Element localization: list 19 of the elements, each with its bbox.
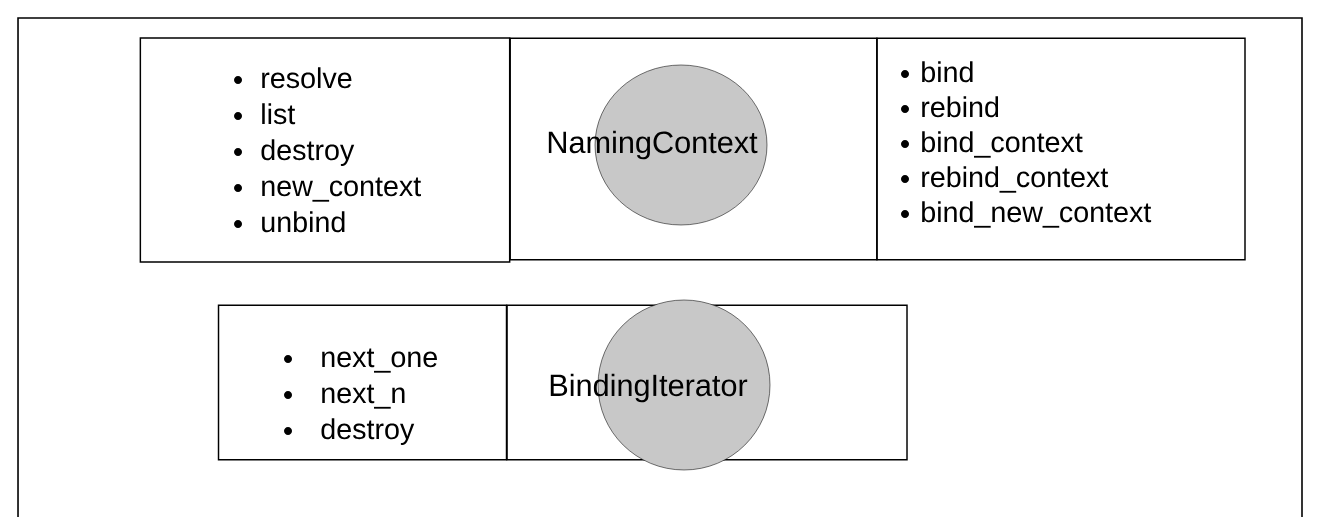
operation-item: resolve [234, 67, 352, 89]
operation-list-box [139, 37, 511, 263]
object-name: NamingContext [548, 130, 758, 160]
object-name: BindingIterator [550, 373, 748, 403]
operation-list-box [876, 37, 1246, 261]
operation-list-box [217, 304, 508, 461]
operation-item: destroy [234, 139, 355, 166]
panel-box [509, 37, 878, 261]
operation-item: bind [901, 61, 973, 83]
operation-item: next_one [284, 348, 437, 373]
operation-item: unbind [234, 211, 345, 233]
operation-item: new_context [234, 177, 421, 202]
operation-item: list [234, 103, 296, 125]
operation-item: bind_context [901, 131, 1083, 158]
operation-item: rebind_context [901, 166, 1109, 193]
operation-item: next_n [284, 384, 405, 409]
operation-item: rebind [901, 96, 999, 118]
operation-item: destroy [284, 418, 415, 445]
operation-item: bind_new_context [901, 201, 1152, 228]
